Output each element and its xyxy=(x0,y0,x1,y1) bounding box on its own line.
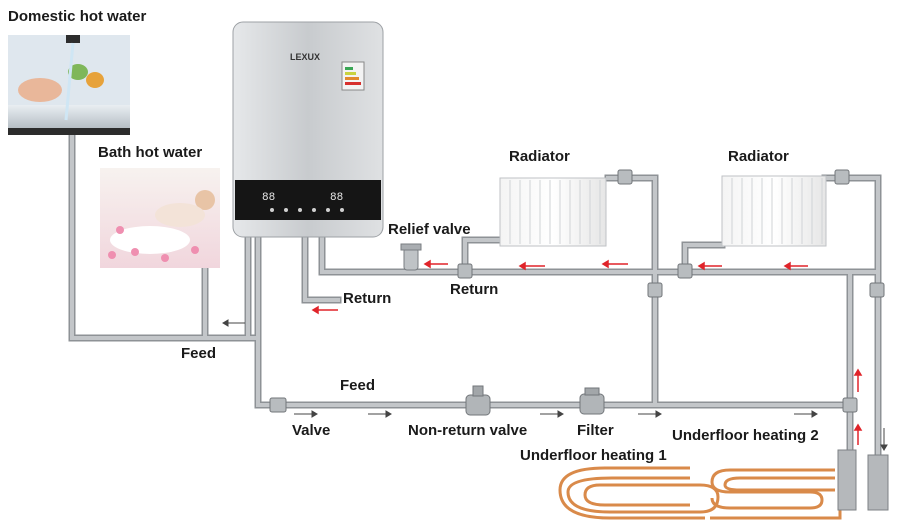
label-domestic-hot-water: Domestic hot water xyxy=(8,8,147,25)
heater-display-right: 88 xyxy=(330,192,343,204)
label-radiator-2: Radiator xyxy=(728,148,789,165)
flow-arrow-icon xyxy=(311,259,863,445)
underfloor-manifold xyxy=(837,449,889,511)
label-valve: Valve xyxy=(292,422,331,439)
label-return-right: Return xyxy=(450,281,499,298)
label-filter: Filter xyxy=(577,422,614,439)
label-feed-left: Feed xyxy=(181,345,217,362)
heater-display-left: 88 xyxy=(262,192,275,204)
relief-valve-icon xyxy=(400,243,422,271)
faucet-icon xyxy=(66,35,80,43)
bath-hot-water-photo xyxy=(100,168,220,268)
heater-brand-logo: LEXUX xyxy=(290,52,320,62)
ball-valve-icon xyxy=(269,169,885,413)
radiator-2 xyxy=(721,175,827,247)
non-return-valve-icon xyxy=(465,385,491,416)
electric-water-heater: 88 88 LEXUX xyxy=(232,21,384,238)
filter-icon xyxy=(579,387,605,415)
heater-control-panel xyxy=(235,180,381,220)
underfloor-coil-2 xyxy=(710,468,842,520)
label-non-return-valve: Non-return valve xyxy=(408,422,528,439)
label-relief-valve: Relief valve xyxy=(388,221,471,238)
label-underfloor-heating-1: Underfloor heating 1 xyxy=(520,447,667,464)
label-underfloor-heating-2: Underfloor heating 2 xyxy=(672,427,819,444)
label-feed-main: Feed xyxy=(340,377,376,394)
label-return-left: Return xyxy=(343,290,392,307)
flow-arrow-icon xyxy=(222,319,888,451)
label-radiator-1: Radiator xyxy=(509,148,570,165)
label-bath-hot-water: Bath hot water xyxy=(98,144,203,161)
domestic-hot-water-photo xyxy=(8,35,130,135)
heater-buttons xyxy=(270,208,344,212)
energy-label xyxy=(341,61,365,91)
radiator-1 xyxy=(499,177,607,247)
underfloor-coil-1 xyxy=(558,466,720,520)
